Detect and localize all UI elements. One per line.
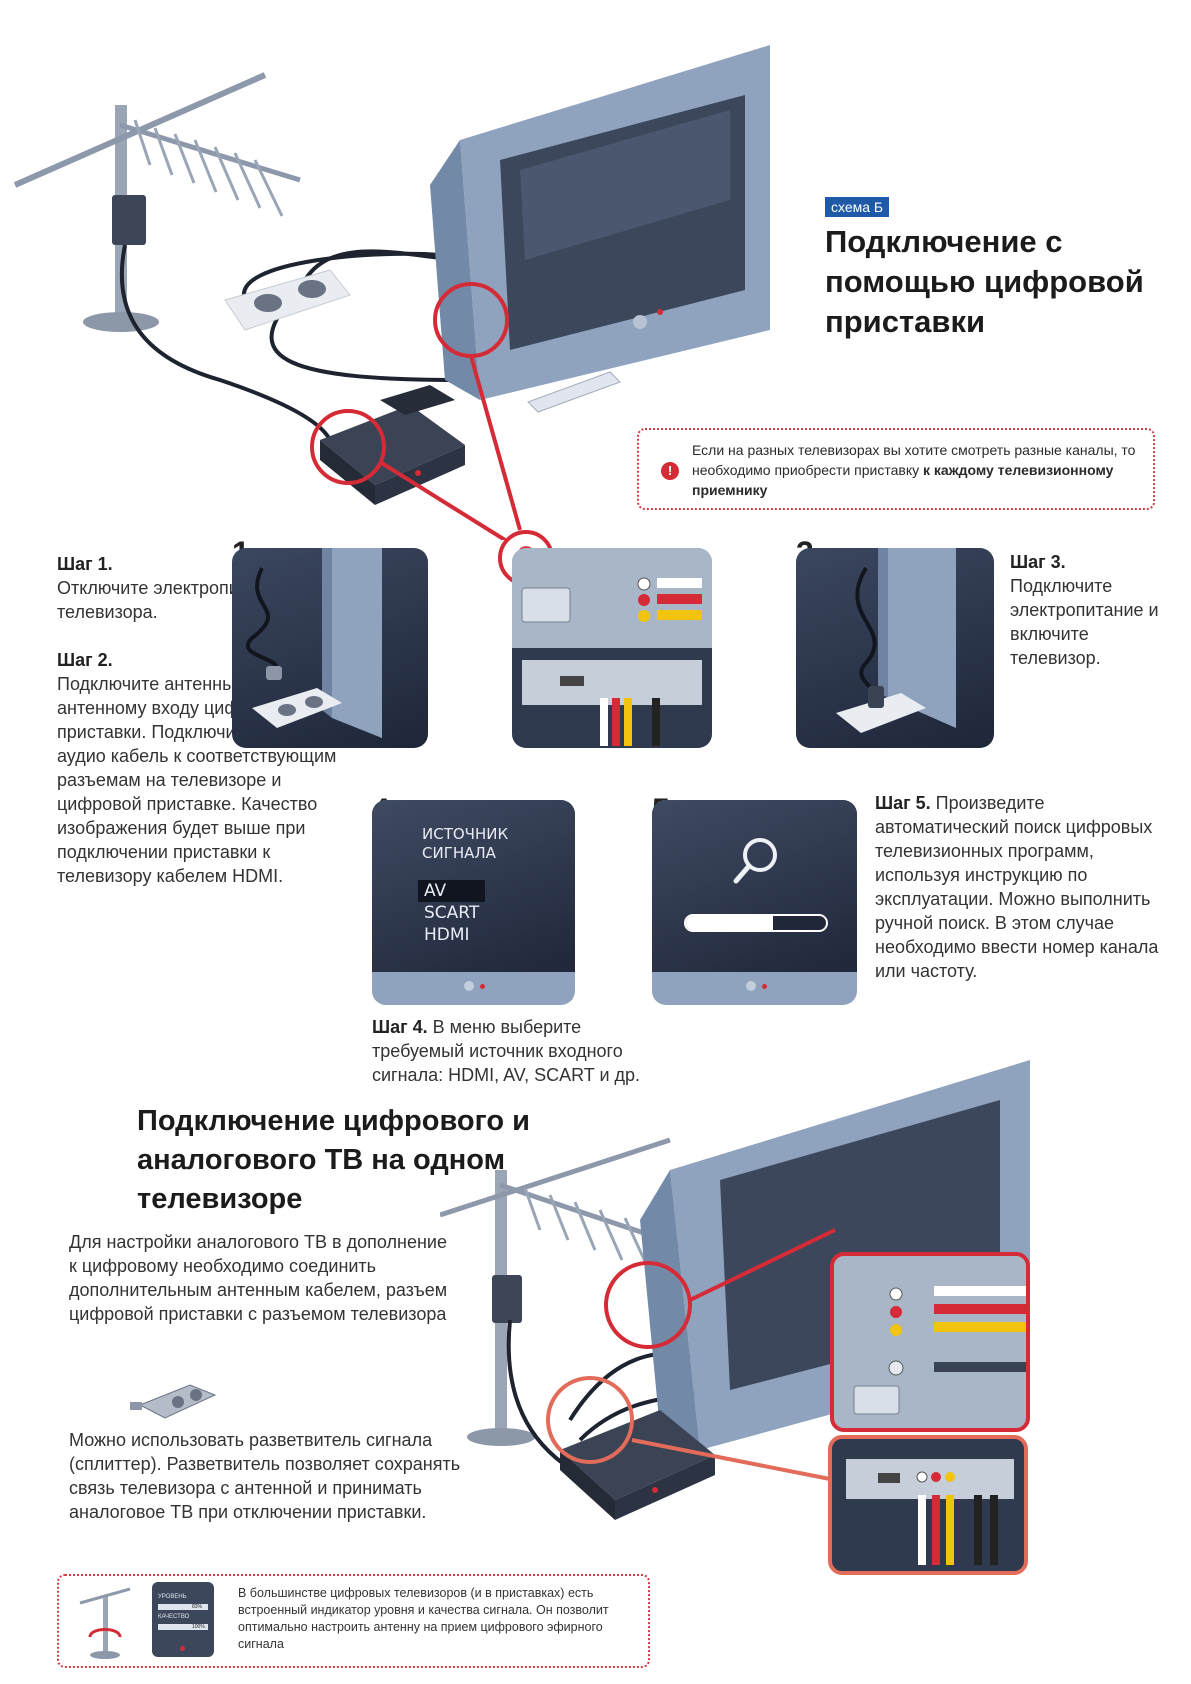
step-5-text: Шаг 5. Произведите автоматический поиск … xyxy=(875,793,1159,981)
antenna-icon xyxy=(440,1137,711,1446)
antenna-icon xyxy=(13,72,301,332)
section-2-paragraph-1: Для настройки аналогового ТВ в дополнени… xyxy=(69,1232,448,1324)
search-icon xyxy=(733,838,777,884)
step-4-text: Шаг 4. В меню выберите требуемый источни… xyxy=(372,1017,641,1085)
menu-option-hdmi[interactable]: HDMI xyxy=(424,925,470,945)
box-port-callout xyxy=(310,409,386,485)
step-2-panel xyxy=(512,548,712,748)
set-top-box-icon xyxy=(560,1410,715,1520)
power-strip-icon xyxy=(224,269,351,331)
step-3-panel xyxy=(796,548,994,748)
step-1-text: Шаг 1. Отключите электропитание телевизо… xyxy=(57,554,287,622)
power-led-icon xyxy=(762,984,767,989)
power-led-icon xyxy=(480,984,485,989)
note-text: В большинстве цифровых телевизоров (и в … xyxy=(238,1586,609,1651)
menu-title: ИСТОЧНИК СИГНАЛА xyxy=(422,825,509,862)
search-progress-fill xyxy=(686,916,773,930)
analog-digital-illustration xyxy=(440,1060,1030,1520)
tv-ports-zoom-panel xyxy=(830,1252,1030,1432)
note-box xyxy=(57,1574,650,1668)
step-1-panel xyxy=(232,548,428,748)
antenna-adjust-icon xyxy=(79,1587,131,1659)
power-button-icon xyxy=(464,981,474,991)
source-menu: AV SCART HDMI xyxy=(418,880,486,946)
connection-illustration xyxy=(13,45,770,540)
warning-text: Если на разных телевизорах вы хотите смо… xyxy=(692,442,1136,498)
menu-option-scart[interactable]: SCART xyxy=(424,903,480,923)
step-4-panel: ИСТОЧНИК СИГНАЛА AV SCART HDMI xyxy=(372,800,575,1005)
splitter-icon xyxy=(130,1384,217,1419)
set-top-box-icon xyxy=(320,405,465,505)
step-3-text: Шаг 3. Подключите электропитание и включ… xyxy=(1010,552,1159,668)
search-progress-bar xyxy=(684,914,828,932)
section-2-title: Подключение цифрового и аналогового ТВ н… xyxy=(137,1105,530,1215)
warning-box xyxy=(637,428,1155,510)
page-title: Подключение с помощью цифровой приставки xyxy=(825,224,1144,339)
signal-meter-icon: УРОВЕНЬ 83% КАЧЕСТВО 100% xyxy=(152,1582,214,1657)
exclamation-icon: ! xyxy=(661,462,679,480)
box-ports-zoom-panel xyxy=(828,1435,1028,1575)
power-button-icon xyxy=(746,981,756,991)
menu-option-av[interactable]: AV xyxy=(418,880,486,902)
section-2-paragraph-2: Можно использовать разветвитель сигнала … xyxy=(69,1430,461,1522)
scheme-tag: схема Б xyxy=(825,197,890,217)
tv-icon xyxy=(430,45,770,400)
step-5-panel xyxy=(652,800,857,1005)
